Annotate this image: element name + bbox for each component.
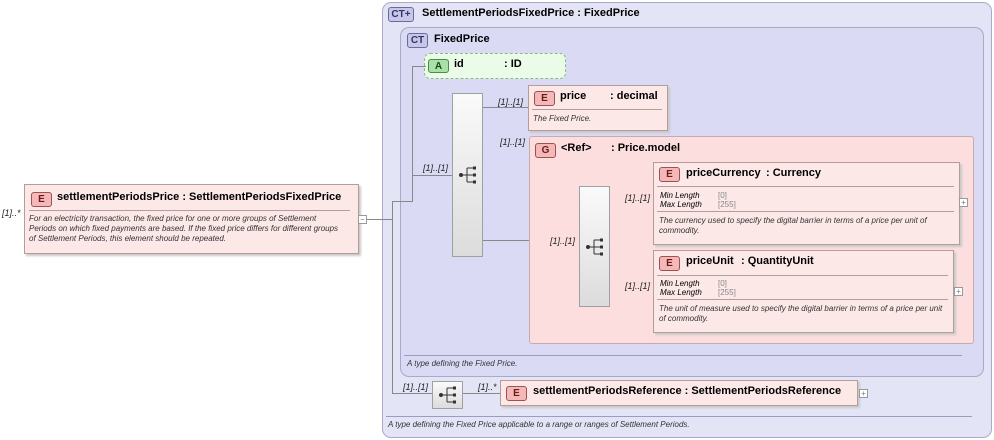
price-currency-type: : Currency [766,167,822,179]
sequence-icon [586,238,603,256]
connector [412,66,426,67]
min-length-value: [0] [718,279,727,288]
group-cardinality: [1]..[1] [500,137,526,147]
root-element-title: settlementPeriodsPrice : SettlementPerio… [57,191,342,203]
price-currency-cardinality: [1]..[1] [625,193,651,203]
collapse-icon[interactable]: − [358,215,367,224]
price-type: : decimal [610,90,658,102]
outer-divider [386,416,972,417]
max-length-label: Max Length [660,200,702,209]
group-name: <Ref> [561,142,592,154]
price-unit-divider [657,275,948,276]
connector [392,201,393,393]
element-badge: E [659,256,680,271]
inner-type-title: FixedPrice [434,33,490,45]
expand-icon[interactable]: + [859,389,868,398]
sequence-compositor[interactable] [452,93,483,257]
attribute-type: : ID [504,58,522,70]
price-unit-description: The unit of measure used to specify the … [659,304,943,323]
connector [412,175,452,176]
connector [462,393,500,394]
price-currency-description: The currency used to specify the digital… [659,216,927,235]
element-badge: E [659,167,680,182]
element-badge: E [506,386,527,401]
sequence-cardinality: [1]..[1] [550,236,576,246]
complex-type-badge: CT+ [388,7,414,22]
root-cardinality: [1]..* [2,208,21,218]
price-unit-type: : QuantityUnit [741,255,814,267]
inner-divider [404,355,962,356]
root-element-description: For an electricity transaction, the fixe… [29,214,339,243]
price-unit-cardinality: [1]..[1] [625,281,651,291]
inner-type-description: A type defining the Fixed Price. [407,359,518,368]
connector [412,66,413,202]
outer-type-title: SettlementPeriodsFixedPrice : FixedPrice [422,7,640,19]
sequence-cardinality: [1]..[1] [403,382,429,392]
max-length-label: Max Length [660,288,702,297]
connector [369,219,392,220]
attribute-badge: A [428,59,449,73]
connector [482,107,528,108]
expand-icon[interactable]: + [959,198,968,207]
price-currency-divider [657,186,954,187]
price-currency-name: priceCurrency [686,167,761,179]
price-description: The Fixed Price. [533,114,592,123]
connector [392,201,412,202]
reference-cardinality: [1]..* [478,382,497,392]
price-name: price [560,90,587,102]
attribute-name: id [454,58,464,70]
min-length-label: Min Length [660,279,700,288]
group-type: : Price.model [611,142,681,154]
sequence-icon [439,386,456,404]
expand-icon[interactable]: + [954,287,963,296]
price-divider [532,109,662,110]
sequence-compositor[interactable] [432,381,463,409]
root-divider [29,210,350,211]
sequence-icon [459,166,476,184]
price-cardinality: [1]..[1] [498,97,524,107]
max-length-value: [255] [718,200,736,209]
root-element[interactable] [24,184,359,254]
sequence-compositor[interactable] [579,186,610,307]
connector [392,393,432,394]
element-badge: E [31,192,52,207]
complex-type-badge: CT [407,33,428,48]
price-unit-element[interactable] [653,250,954,333]
price-unit-divider [657,299,948,300]
outer-type-description: A type defining the Fixed Price applicab… [388,420,690,429]
max-length-value: [255] [718,288,736,297]
reference-element-title: settlementPeriodsReference : SettlementP… [533,385,842,397]
group-badge: G [535,143,556,158]
connector [482,240,530,241]
price-unit-name: priceUnit [686,255,734,267]
element-badge: E [534,91,555,106]
price-currency-element[interactable] [653,162,960,245]
sequence-cardinality: [1]..[1] [423,163,449,173]
reference-element[interactable] [500,380,858,406]
min-length-label: Min Length [660,191,700,200]
min-length-value: [0] [718,191,727,200]
price-currency-divider [657,211,954,212]
